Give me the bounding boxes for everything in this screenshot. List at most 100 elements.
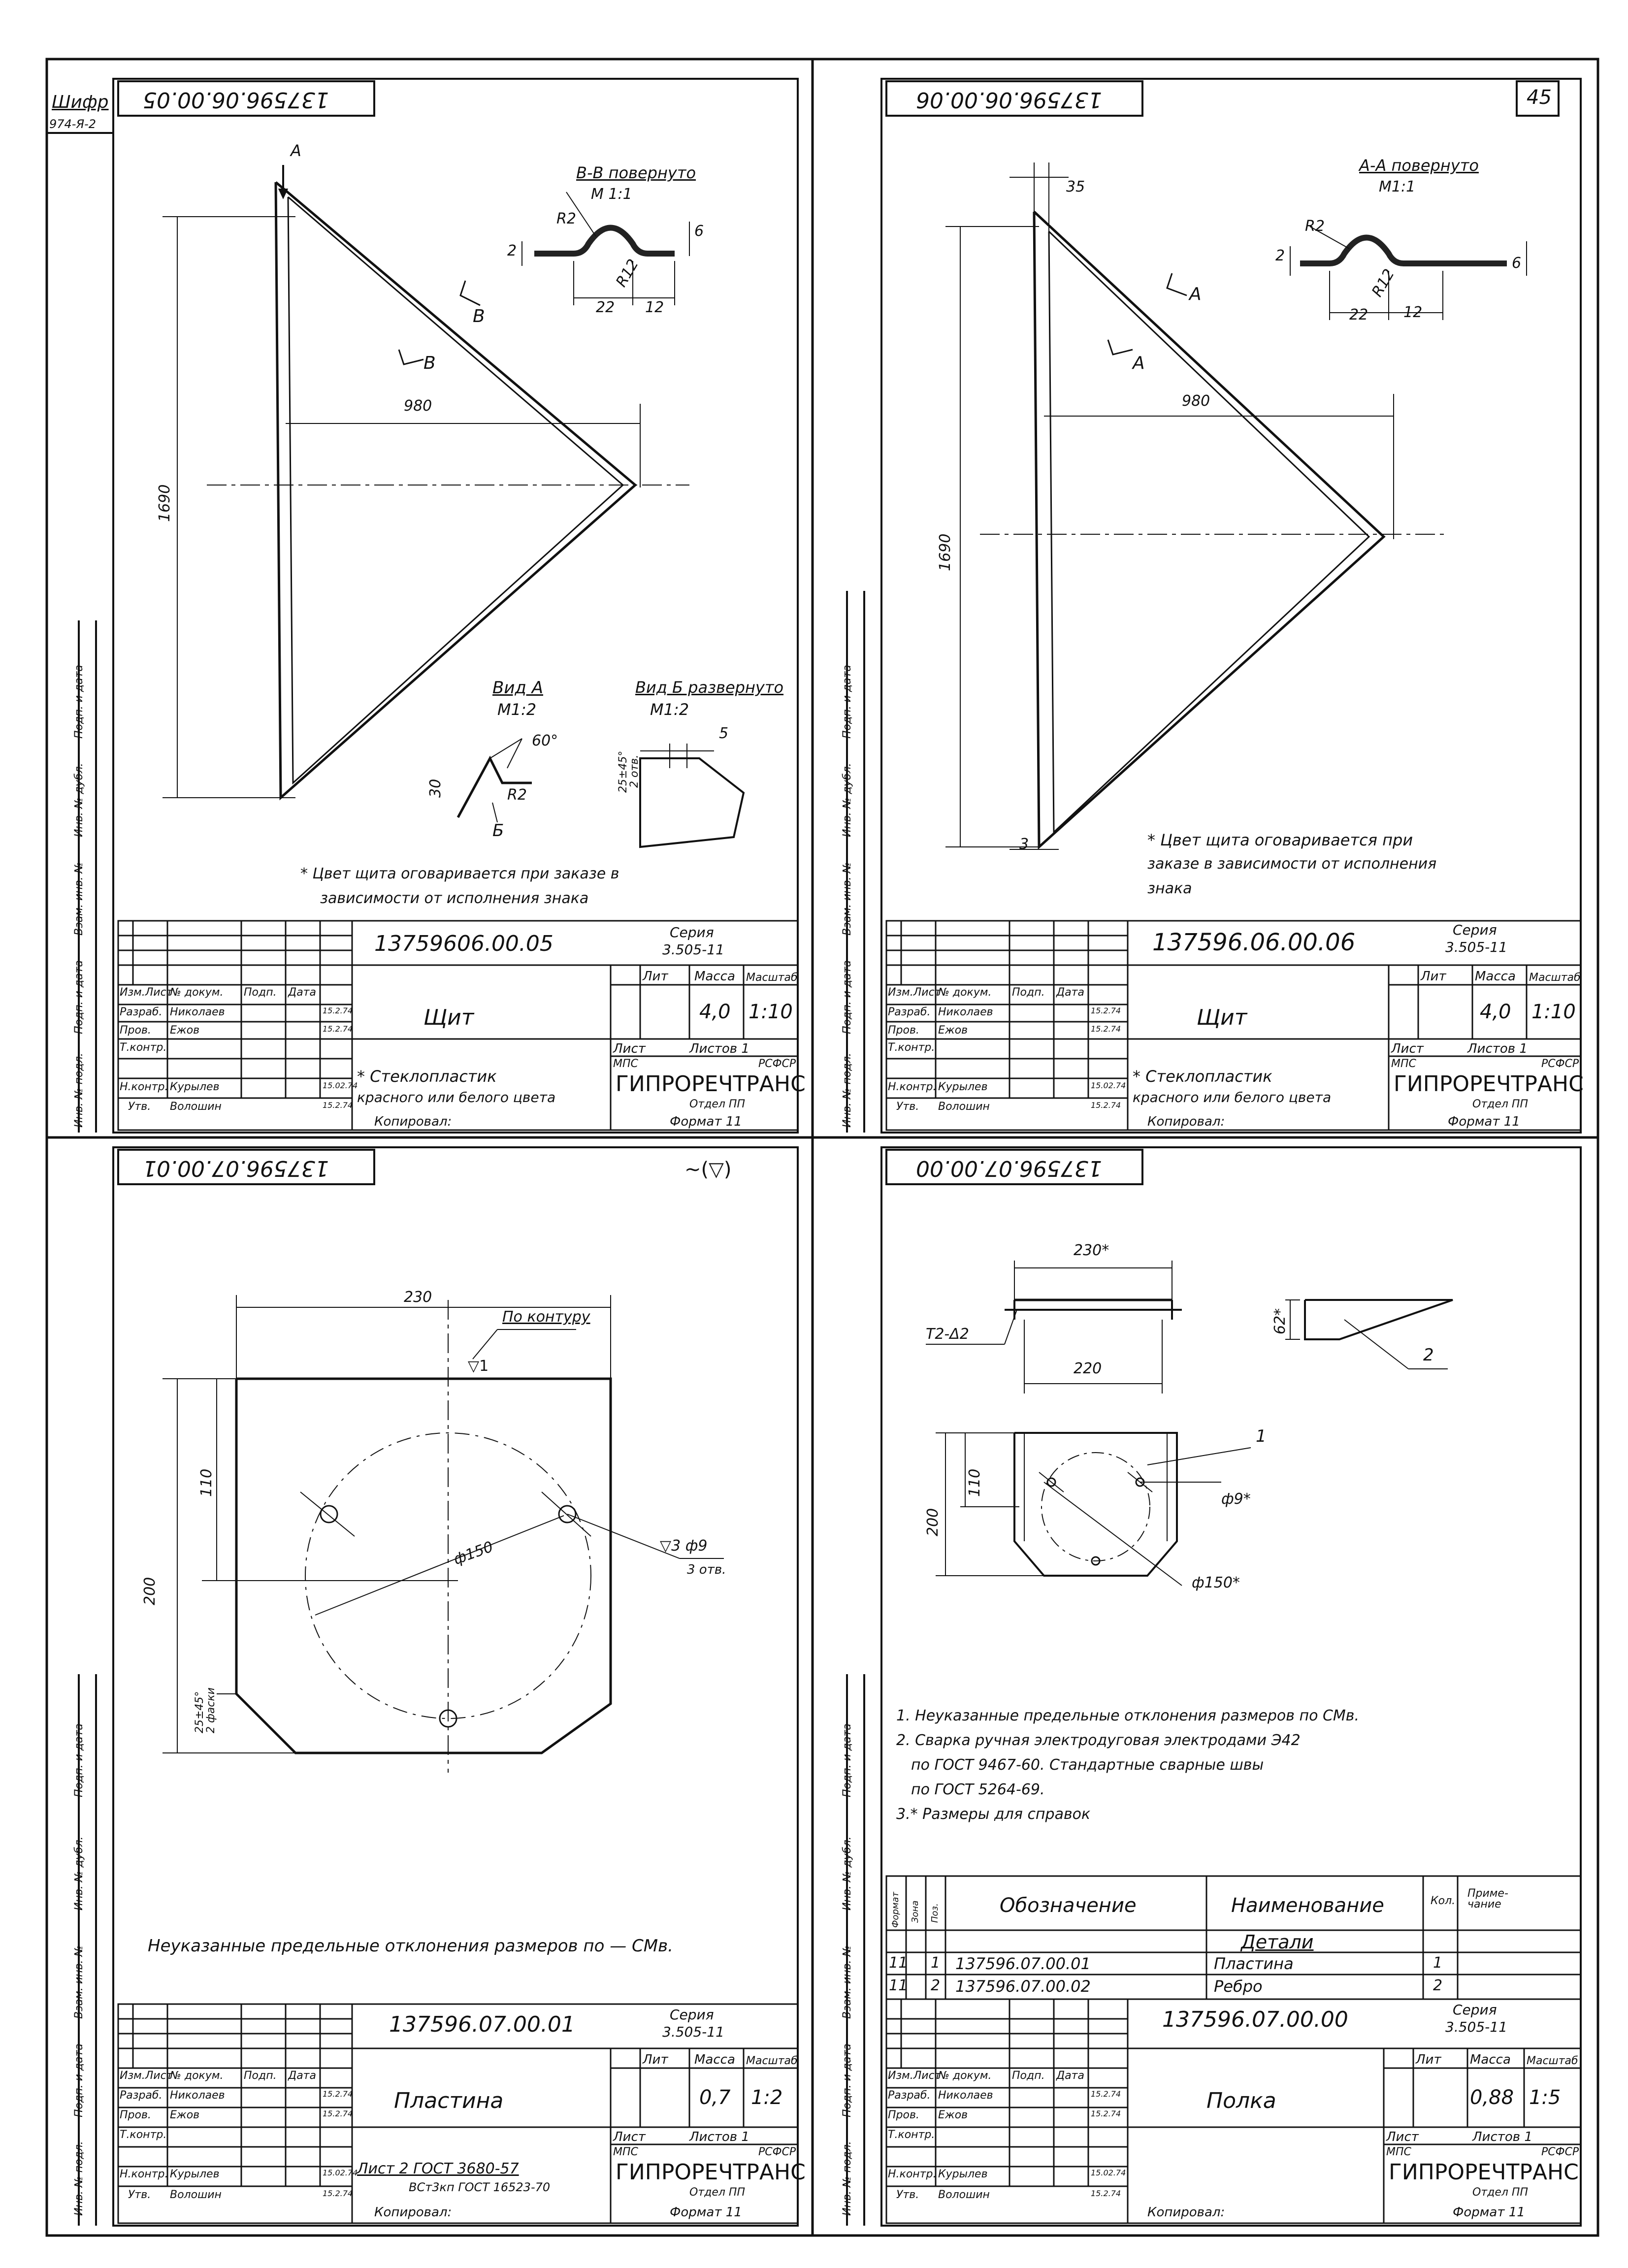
sheet1-dim-60: 60° xyxy=(532,732,558,749)
sheet4-format: Формат 11 xyxy=(1453,2205,1525,2220)
sheet4-row-role: Пров. xyxy=(888,2109,919,2121)
sheet3-org-rsfsr: РСФСР xyxy=(758,2146,796,2158)
sheet2-row-date: 15.2.74 xyxy=(1091,1024,1121,1034)
sheet2-row-date: 15.2.74 xyxy=(1091,1006,1121,1015)
sheet3-row-name: Ежов xyxy=(170,2109,200,2121)
sheet2-row-date: Дата xyxy=(1056,986,1084,999)
sheet4-row-role: Разраб. xyxy=(888,2089,931,2102)
sheet2-series-value: 3.505-11 xyxy=(1445,939,1507,955)
archive-cipher-code: 974-Я-2 xyxy=(49,117,97,131)
sheet4-row-role: Н.контр. xyxy=(888,2168,937,2180)
side-label-inv-dubl: Инв. № дубл. xyxy=(73,1836,85,1911)
sheet2-row-role: Изм.Лист xyxy=(888,986,941,999)
sheet4-note-2c: по ГОСТ 5264-69. xyxy=(911,1781,1045,1798)
sheet2-row-name: Николаев xyxy=(938,1006,993,1018)
sheet1-org-dept: Отдел ПП xyxy=(689,1098,746,1110)
sheet3-contour-symbol: ▽1 xyxy=(468,1358,489,1375)
sheet3-series-label: Серия xyxy=(670,2007,714,2023)
side-label-inv-dubl: Инв. № дубл. xyxy=(841,1836,853,1911)
sheet1-row-date: 15.02.74 xyxy=(323,1081,358,1090)
sheet1-doc-number: 13759606.00.05 xyxy=(374,931,554,956)
sheet3-scale-label: Масштаб xyxy=(746,2055,798,2067)
sheet1-dim-22: 22 xyxy=(596,299,615,316)
sheet1-row-role: Т.контр. xyxy=(120,1041,167,1054)
sheet4-row-name: Ежов xyxy=(938,2109,968,2121)
sheet3-dim-200: 200 xyxy=(141,1577,159,1605)
sheet1-note-line2: зависимости от исполнения знака xyxy=(320,890,589,907)
sheet4-row-date: 15.2.74 xyxy=(1091,2089,1121,2099)
sheet2-note-line3: знака xyxy=(1147,880,1192,897)
sheet3-note: Неуказанные предельные отклонения размер… xyxy=(148,1936,673,1956)
sheet3-roughness-mark: ∼(▽) xyxy=(684,1158,732,1181)
spec-row-pos: 1 xyxy=(931,1954,941,1972)
spec-row-name: Ребро xyxy=(1214,1977,1263,1996)
sheet4-row-name: Волошин xyxy=(938,2189,990,2201)
sheet2-mass-value: 4,0 xyxy=(1480,1001,1511,1023)
sheet1-row-sign: Подп. xyxy=(244,986,277,999)
sheet2-note-line2: заказе в зависимости от исполнения xyxy=(1147,855,1437,873)
sheet3-top-stamp: 137596.07.00.01 xyxy=(143,1156,329,1181)
sheet1-row-role: Н.контр. xyxy=(120,1081,168,1093)
sheet1-row-role: Изм.Лист xyxy=(120,986,173,999)
sheet3-sheets-label: Листов 1 xyxy=(689,2130,749,2144)
sheet3-scale-value: 1:2 xyxy=(751,2086,783,2109)
sheet3-row-date: 15.02.74 xyxy=(323,2168,358,2177)
sheet3-material-1: Лист 2 ГОСТ 3680-57 xyxy=(357,2160,519,2177)
spec-row-format: 11 xyxy=(889,1977,908,1994)
sheet4-org-dept: Отдел ПП xyxy=(1472,2186,1529,2199)
sheet3-row-name: № докум. xyxy=(170,2070,224,2082)
sheet2-cut-a-label: А xyxy=(1189,284,1202,304)
sheet4-mass-label: Масса xyxy=(1470,2052,1511,2067)
sheet1-row-role: Пров. xyxy=(120,1024,151,1037)
side-label-podp-data-2: Подп. и дата xyxy=(841,665,853,739)
spec-header-note: Приме-чание xyxy=(1467,1887,1508,1911)
sheet1-dim-chamfer: 2 отв. xyxy=(628,754,641,788)
sheet2-row-name: Курылев xyxy=(938,1081,988,1093)
sheet2-section-scale: М1:1 xyxy=(1379,178,1416,195)
side-label-inv-dubl: Инв. № дубл. xyxy=(841,763,853,837)
sheet3-row-role: Разраб. xyxy=(120,2089,163,2102)
sheet4-note-2b: по ГОСТ 9467-60. Стандартные сварные швы xyxy=(911,1756,1264,1774)
sheet2-row-name: Волошин xyxy=(938,1101,990,1113)
sheet3-mass-value: 0,7 xyxy=(699,2086,731,2109)
sheet4-dim-220: 220 xyxy=(1074,1360,1102,1377)
sheet3-row-date: 15.2.74 xyxy=(323,2089,353,2099)
sheet2-dim-3: 3 xyxy=(1019,836,1029,853)
sheet1-top-stamp: 137596.06.00.05 xyxy=(143,87,329,112)
sheet1-material-2: красного или белого цвета xyxy=(357,1089,556,1105)
sheet3-row-name: Волошин xyxy=(170,2189,222,2201)
sheet2-cut-a-label-2: А xyxy=(1133,353,1145,373)
side-label-vzam-inv: Взам. инв. № xyxy=(841,1945,853,2019)
sheet4-row-name: Курылев xyxy=(938,2168,988,2180)
sheet2-doc-number: 137596.06.00.06 xyxy=(1152,929,1356,956)
sheet1-part-name: Щит xyxy=(423,1005,474,1030)
side-label-inv-podl: Инв. № подл. xyxy=(841,1053,853,1128)
sheet1-scale-value: 1:10 xyxy=(749,1001,793,1023)
sheet3-row-date: 15.2.74 xyxy=(323,2109,353,2118)
side-label-podp-data: Подп. и дата xyxy=(841,2043,853,2117)
side-label-vzam-inv: Взам. инв. № xyxy=(73,1945,85,2019)
sheet3-org-mps: МПС xyxy=(613,2146,638,2158)
sheet4-series-value: 3.505-11 xyxy=(1445,2019,1507,2035)
sheet1-mass-label: Масса xyxy=(694,969,735,984)
sheet2-scale-label: Масштаб xyxy=(1529,972,1581,984)
sheet3-row-name: Курылев xyxy=(170,2168,220,2180)
spec-header-qty: Кол. xyxy=(1431,1895,1456,1907)
side-label-podp-data-2: Подп. и дата xyxy=(841,1723,853,1797)
sheet3-row-date: Дата xyxy=(288,2070,316,2082)
sheet4-row-date: Дата xyxy=(1056,2070,1084,2082)
sheet4-copied: Копировал: xyxy=(1147,2205,1225,2220)
sheet2-dim-1690: 1690 xyxy=(937,533,954,571)
sheet3-contour-label: По контуру xyxy=(502,1308,590,1326)
sheet1-arrow-a-label: А xyxy=(291,141,301,160)
side-label-inv-podl: Инв. № подл. xyxy=(73,2141,85,2216)
sheet1-row-name: Волошин xyxy=(170,1101,222,1113)
sheet4-part-name: Полка xyxy=(1206,2088,1276,2113)
side-label-podp-data: Подп. и дата xyxy=(73,2043,85,2117)
sheet2-series-label: Серия xyxy=(1453,922,1497,938)
sheet1-row-name: Николаев xyxy=(170,1006,225,1018)
sheet2-org-name: ГИПРОРЕЧТРАНС xyxy=(1394,1071,1584,1097)
sheet2-format: Формат 11 xyxy=(1448,1114,1520,1129)
spec-header-format: Формат xyxy=(890,1891,901,1928)
